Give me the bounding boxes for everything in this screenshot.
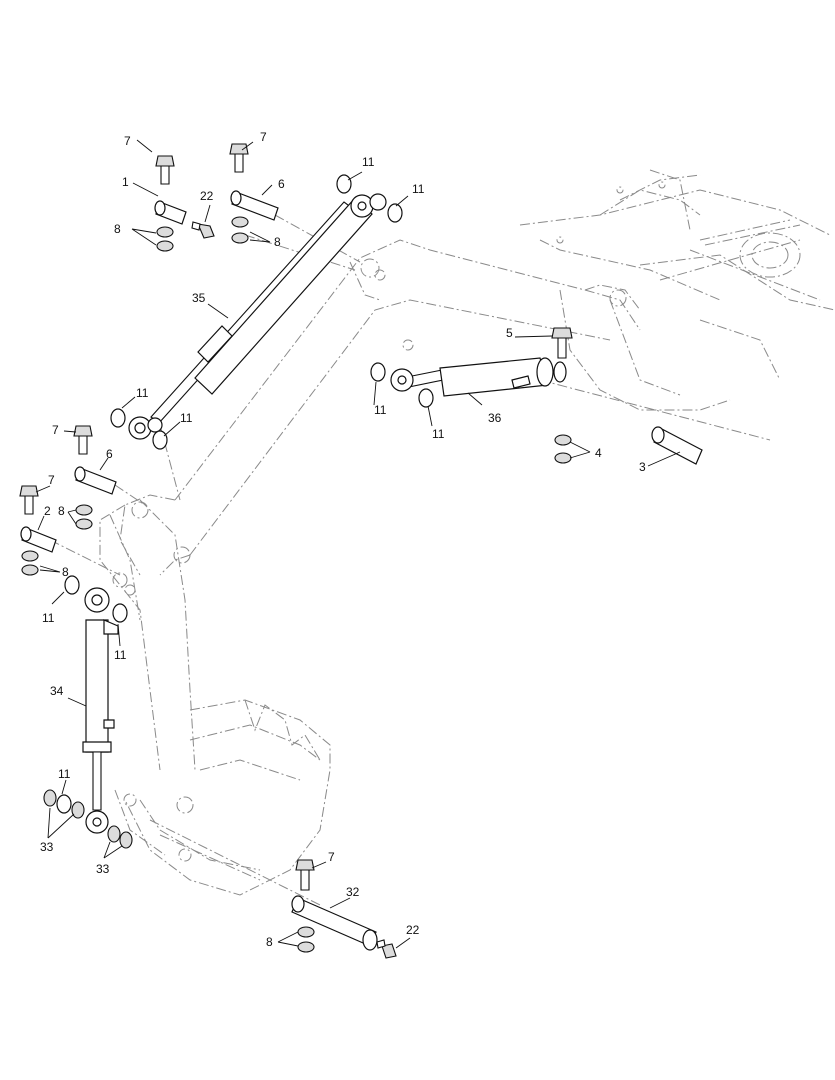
washers-33 xyxy=(43,789,133,849)
bolts-7 xyxy=(19,143,315,891)
callout-36: 36 xyxy=(488,411,502,425)
washers-11 xyxy=(56,174,434,814)
callout-6-upper: 6 xyxy=(278,177,285,191)
callout-4: 4 xyxy=(595,446,602,460)
nuts-4 xyxy=(554,434,572,464)
pin-6-lower xyxy=(74,466,117,495)
bolt-5 xyxy=(551,327,573,359)
callout-7-a: 7 xyxy=(124,134,131,148)
callout-11-i: 11 xyxy=(58,767,71,781)
callout-3: 3 xyxy=(639,460,646,474)
callout-32: 32 xyxy=(346,885,360,899)
callout-11-h: 11 xyxy=(114,648,127,662)
callout-1: 1 xyxy=(122,175,129,189)
callout-11-d: 11 xyxy=(180,411,193,425)
callout-6-lower: 6 xyxy=(106,447,113,461)
callout-8-c: 8 xyxy=(58,504,65,518)
callout-11-e: 11 xyxy=(374,403,387,417)
nuts-8 xyxy=(21,216,315,953)
callout-34: 34 xyxy=(50,684,64,698)
callout-11-b: 11 xyxy=(412,182,425,196)
callout-8-b: 8 xyxy=(274,235,281,249)
leader-lines xyxy=(35,139,681,949)
cylinder-35 xyxy=(128,193,387,440)
pin-2 xyxy=(20,526,57,553)
callout-22-b: 22 xyxy=(406,923,420,937)
callout-22-a: 22 xyxy=(200,189,214,203)
cylinder-36 xyxy=(390,357,567,397)
callout-11-a: 11 xyxy=(362,155,375,169)
callout-11-g: 11 xyxy=(42,611,55,625)
machine-phantom-outline xyxy=(49,169,835,906)
callout-11-f: 11 xyxy=(432,427,445,441)
callout-33-a: 33 xyxy=(40,840,54,854)
callout-8-d: 8 xyxy=(62,565,69,579)
callout-33-b: 33 xyxy=(96,862,110,876)
callout-7-d: 7 xyxy=(48,473,55,487)
cylinder-34 xyxy=(82,587,119,834)
callout-8-a: 8 xyxy=(114,222,121,236)
pin-1 xyxy=(154,200,187,225)
grease-fittings-22 xyxy=(191,221,397,959)
callout-2: 2 xyxy=(44,504,51,518)
pin-6-upper xyxy=(230,190,279,221)
pin-3 xyxy=(651,426,703,465)
callout-11-c: 11 xyxy=(136,386,149,400)
callout-5: 5 xyxy=(506,326,513,340)
callout-7-c: 7 xyxy=(52,423,59,437)
pin-32 xyxy=(291,895,378,951)
callout-labels: 1 2 3 4 5 6 6 7 7 7 7 7 8 8 8 8 8 11 11 … xyxy=(40,130,646,949)
callout-7-e: 7 xyxy=(328,850,335,864)
callout-8-e: 8 xyxy=(266,935,273,949)
callout-35: 35 xyxy=(192,291,206,305)
callout-7-b: 7 xyxy=(260,130,267,144)
